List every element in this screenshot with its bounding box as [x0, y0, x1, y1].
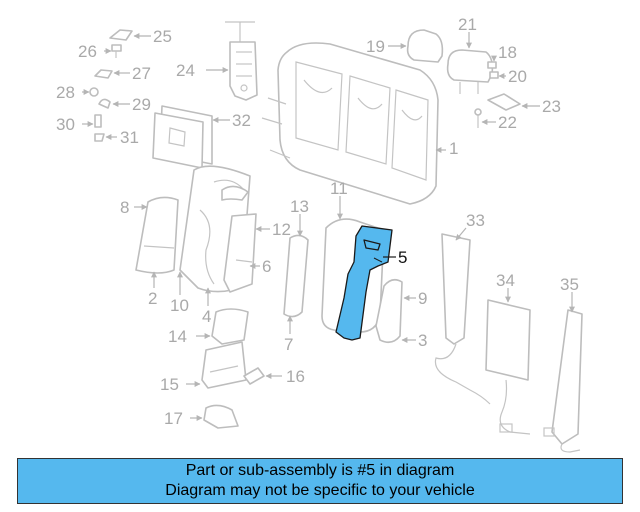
callout-32: 32 [232, 111, 251, 130]
part-31-clip [94, 133, 117, 142]
callout-22: 22 [498, 113, 517, 132]
callout-31: 31 [120, 128, 139, 147]
callout-16: 16 [286, 367, 305, 386]
part-25-clip [109, 29, 151, 41]
part-32-panel [152, 105, 230, 169]
part-5-highlighted [335, 225, 396, 341]
callout-27: 27 [132, 64, 151, 83]
callout-15: 15 [160, 375, 179, 394]
callout-8: 8 [120, 198, 129, 217]
callout-3: 3 [418, 331, 427, 350]
part-30-pin [82, 114, 102, 128]
callout-13: 13 [290, 197, 309, 216]
part-19-headrest [388, 29, 444, 63]
part-12-6-bolster [223, 213, 270, 293]
banner-line-1: Part or sub-assembly is #5 in diagram [185, 462, 455, 479]
part-18-guide [487, 55, 497, 69]
part-33-heater-pad [434, 227, 491, 405]
part-13-7-trim [283, 214, 309, 334]
parts-diagram: 1 2 3 4 5 6 7 8 9 10 11 12 13 14 15 16 1… [56, 15, 583, 453]
part-26-bolt [104, 44, 122, 58]
callout-26: 26 [78, 42, 97, 61]
callout-12: 12 [272, 220, 291, 239]
callout-2: 2 [148, 289, 157, 308]
callout-25: 25 [153, 27, 172, 46]
callout-4: 4 [202, 307, 211, 326]
info-banner: Part or sub-assembly is #5 in diagram Di… [17, 458, 623, 504]
callout-10: 10 [170, 296, 189, 315]
callout-7: 7 [284, 335, 293, 354]
callout-1: 1 [449, 139, 458, 158]
part-15-armrest-frame [186, 341, 247, 389]
part-29-clip [98, 98, 130, 109]
part-9-3-side-bolster [375, 278, 416, 344]
part-17-trim-cover [190, 404, 239, 429]
part-16-cupholder [243, 367, 282, 385]
part-21-headrest [446, 32, 494, 94]
callout-11: 11 [330, 179, 348, 198]
part-28-screw [82, 87, 99, 97]
callout-29: 29 [132, 95, 151, 114]
callout-28: 28 [56, 83, 75, 102]
part-20-guide [489, 71, 506, 79]
banner-line-2: Diagram may not be specific to your vehi… [165, 482, 475, 499]
callout-14: 14 [168, 327, 187, 346]
part-1-seatback-frame [261, 42, 446, 205]
callout-30: 30 [56, 115, 75, 134]
part-24-hinge-bracket [206, 21, 258, 101]
callout-6: 6 [262, 257, 271, 276]
callout-18: 18 [498, 43, 517, 62]
callout-5-highlight: 5 [398, 248, 407, 267]
part-14-armrest-cushion [196, 308, 249, 345]
part-27-bracket [94, 69, 130, 79]
callout-35: 35 [560, 275, 579, 294]
callout-23: 23 [542, 97, 561, 116]
part-22-bolt [474, 108, 496, 128]
callout-17: 17 [164, 409, 183, 428]
callout-labels: 1 2 3 4 5 6 7 8 9 10 11 12 13 14 15 16 1… [56, 15, 579, 428]
callout-33: 33 [466, 211, 485, 230]
callout-19: 19 [366, 37, 385, 56]
callout-9: 9 [418, 289, 427, 308]
part-8-2-backrest-side [134, 196, 179, 288]
part-23-strap [487, 93, 540, 111]
callout-21: 21 [458, 15, 477, 34]
part-34-heater-pad [485, 288, 531, 435]
callout-34: 34 [496, 271, 515, 290]
callout-24: 24 [176, 61, 195, 80]
callout-20: 20 [508, 67, 527, 86]
part-35-heater-pad [543, 292, 583, 453]
